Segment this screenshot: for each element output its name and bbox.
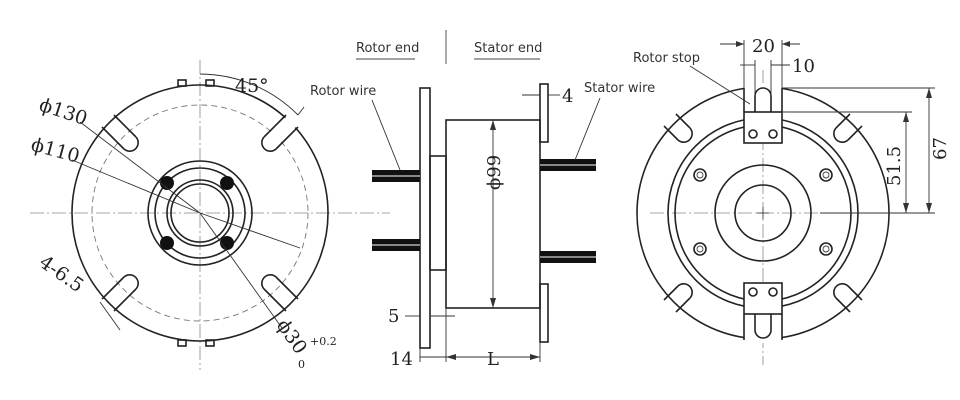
front-view — [30, 60, 390, 370]
dim-stator-flange-4: 4 — [562, 86, 573, 107]
rear-screw — [693, 242, 707, 256]
rear-screw — [693, 168, 707, 182]
angle-arc — [199, 73, 299, 116]
rotor-flange — [419, 87, 431, 349]
front-bolt-circle — [91, 104, 309, 322]
front-rim-tab — [205, 339, 215, 347]
label-rotor-end: Rotor end — [356, 41, 419, 56]
leader-phi110 — [71, 159, 201, 214]
dim-bore-tol-lower: 0 — [298, 358, 305, 371]
stator-flange-top — [539, 83, 549, 143]
dim-phi99: ϕ99 — [484, 155, 505, 190]
rotor-stop-bottom — [743, 282, 783, 343]
front-rim-tab — [205, 79, 215, 87]
front-hub-outer — [147, 160, 253, 266]
dim-bore-tol-upper: +0.2 — [310, 335, 337, 348]
front-mount-slot — [101, 274, 139, 312]
dim-51.5: 51.5 — [884, 146, 905, 186]
rear-hub — [714, 164, 812, 262]
leader-rotor-stop — [689, 65, 751, 105]
front-bore-outer — [166, 179, 234, 247]
front-mount-slot — [261, 274, 299, 312]
rear-bore — [734, 184, 792, 242]
angle-ext — [297, 106, 305, 116]
rear-screw — [819, 168, 833, 182]
rear-mount-slot — [663, 113, 693, 143]
front-rim-tab — [177, 339, 187, 347]
dim-14: 14 — [390, 349, 413, 370]
front-bore — [170, 183, 230, 243]
rear-mount-slot — [833, 283, 863, 313]
rotor-stop-top — [743, 83, 783, 144]
dim-rotor-flange-5: 5 — [388, 306, 399, 327]
front-wire-hole — [160, 236, 174, 250]
front-mount-slot — [261, 114, 299, 152]
leader-bore — [199, 212, 283, 329]
leader-phi130 — [79, 121, 201, 214]
rear-mount-slot — [833, 113, 863, 143]
front-outer-flange — [71, 84, 329, 342]
front-wire-hole — [220, 176, 234, 190]
rear-view — [636, 40, 935, 365]
dim-20: 20 — [752, 36, 775, 57]
label-rotor-stop: Rotor stop — [633, 51, 700, 66]
leader-stator-wire — [574, 97, 601, 161]
leader-holes — [99, 301, 121, 331]
label-stator-wire: Stator wire — [584, 81, 655, 96]
rear-mount-slot — [663, 283, 693, 313]
front-hub-inner — [154, 167, 246, 259]
leader-bore-2 — [199, 212, 301, 249]
front-wire-hole — [220, 236, 234, 250]
dim-67: 67 — [930, 137, 951, 160]
dim-L: L — [487, 349, 499, 370]
leader-rotor-wire — [371, 99, 401, 171]
dim-phi130: ϕ130 — [36, 94, 90, 130]
rear-screw — [819, 242, 833, 256]
rotor-hub — [429, 155, 447, 271]
label-stator-end: Stator end — [474, 41, 542, 56]
label-rotor-wire: Rotor wire — [310, 84, 376, 99]
front-wire-hole — [160, 176, 174, 190]
stator-flange-bottom — [539, 283, 549, 343]
dim-phi110: ϕ110 — [29, 134, 82, 168]
side-view — [356, 30, 601, 362]
front-rim-tab — [177, 79, 187, 87]
front-mount-slot — [101, 114, 139, 152]
dim-angle-45: 45° — [235, 75, 269, 97]
dim-10: 10 — [792, 56, 815, 77]
